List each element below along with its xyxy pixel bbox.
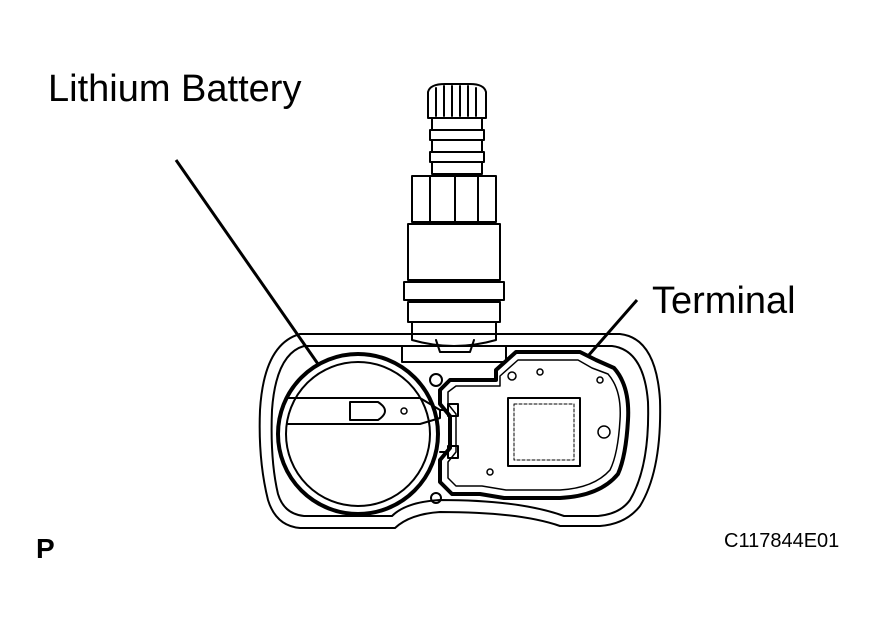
valve-stem xyxy=(403,83,505,353)
lithium-battery xyxy=(276,352,441,516)
lithium-battery-label: Lithium Battery xyxy=(48,68,302,110)
terminal-label: Terminal xyxy=(652,280,796,322)
battery-leader-line xyxy=(174,159,320,365)
terminal-leader-line xyxy=(586,299,639,357)
view-label: P xyxy=(36,533,55,564)
sensor-housing xyxy=(258,333,662,529)
figure-code: C117844E01 xyxy=(724,530,840,552)
circuit-board-terminal xyxy=(438,350,631,500)
